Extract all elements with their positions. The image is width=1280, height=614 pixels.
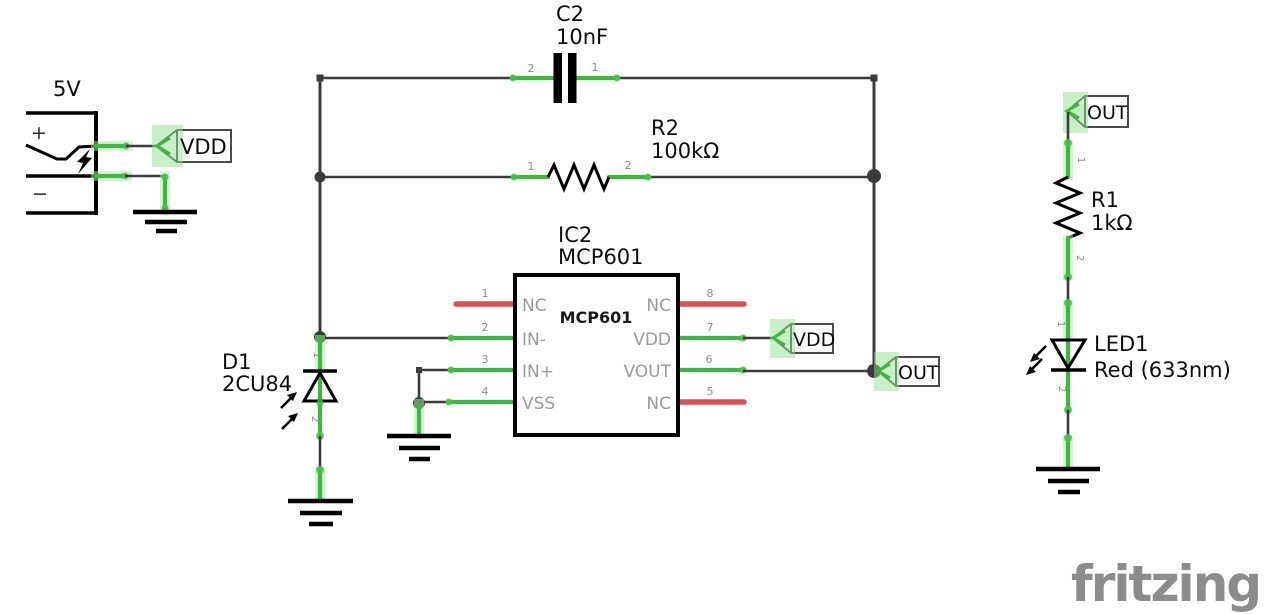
- ic2-pin6-number: 6: [706, 353, 713, 366]
- ic2-pin3-number: 3: [482, 353, 489, 366]
- ic2-pin8-name: NC: [646, 296, 671, 316]
- capacitor-plate: [568, 53, 577, 103]
- capacitor-c2[interactable]: 2 1 C2 10nF: [509, 2, 621, 103]
- power-supply-5v[interactable]: 5V + −: [25, 77, 98, 215]
- c2-value[interactable]: 10nF: [556, 25, 608, 49]
- ic2-mcp601[interactable]: IC2 MCP601 MCP601 1 2 3 4 8 7 6 5 NC IN-…: [445, 223, 747, 437]
- connection-point: [510, 173, 518, 181]
- fritzing-logo: fritzing: [1071, 555, 1260, 613]
- ground-symbol-d1[interactable]: [288, 498, 353, 527]
- plus-sign: +: [31, 122, 47, 144]
- ic2-value[interactable]: MCP601: [558, 245, 644, 269]
- ic2-pin8-number: 8: [707, 287, 714, 300]
- connection-point: [613, 74, 621, 82]
- ic2-pin6-name: VOUT: [623, 362, 671, 382]
- r1-pin1-number: 1: [1075, 157, 1086, 163]
- r1-value[interactable]: 1kΩ: [1091, 211, 1133, 235]
- r2-pin2-number: 2: [625, 159, 632, 172]
- led-led1[interactable]: 1 2 LED1 Red (633nm): [1026, 299, 1231, 414]
- c2-pin1-number: 1: [592, 61, 599, 74]
- flag-arrow-icon: [875, 362, 891, 380]
- d1-pin2-number: 2: [309, 416, 320, 422]
- photodiode-d1[interactable]: D1 2CU84 1 2: [222, 334, 339, 440]
- ic2-pin5-name: NC: [646, 394, 671, 414]
- ground-symbol-supply[interactable]: [133, 209, 197, 234]
- net-flag-out-ic[interactable]: OUT: [874, 352, 940, 391]
- resistor-r1[interactable]: 1 2 R1 1kΩ: [1052, 139, 1133, 281]
- ic2-pin3-name: IN+: [522, 362, 554, 382]
- connection-point: [1064, 434, 1072, 442]
- ic2-pin4-number: 4: [482, 385, 489, 398]
- connection-point: [447, 366, 455, 374]
- ic2-pin2-number: 2: [482, 321, 489, 334]
- connection-point: [316, 399, 324, 407]
- led-triangle: [1049, 338, 1088, 371]
- c2-ref[interactable]: C2: [556, 2, 584, 26]
- connection-point: [445, 398, 453, 406]
- flag-arrow-icon: [154, 136, 171, 156]
- resistor-zigzag: [546, 161, 611, 193]
- r2-pin1-number: 1: [528, 160, 535, 173]
- led1-value[interactable]: Red (633nm): [1094, 358, 1231, 382]
- connection-point: [509, 74, 517, 82]
- r2-ref[interactable]: R2: [651, 116, 679, 140]
- net-flag-vdd-supply[interactable]: VDD: [152, 125, 232, 167]
- connection-point: [1064, 139, 1072, 147]
- c2-pin2-number: 2: [528, 62, 535, 75]
- flag-arrow-icon: [770, 329, 786, 347]
- light-arrows-out-icon: [1026, 345, 1047, 375]
- d1-ref[interactable]: D1: [222, 350, 252, 374]
- connection-point: [447, 334, 455, 342]
- flag-arrow-icon: [1064, 102, 1080, 120]
- ic2-pin1-number: 1: [482, 287, 489, 300]
- connection-point: [316, 466, 324, 474]
- resistor-zigzag: [1052, 175, 1084, 240]
- power-supply-label[interactable]: 5V: [53, 77, 81, 101]
- ic2-chip-label: MCP601: [560, 308, 633, 327]
- ic-body: [513, 273, 680, 437]
- d1-pin1-number: 1: [311, 352, 322, 358]
- led1-ref[interactable]: LED1: [1094, 332, 1149, 356]
- net-label-out: OUT: [1087, 102, 1128, 124]
- r1-ref[interactable]: R1: [1091, 188, 1119, 212]
- lightning-bolt-icon: [77, 149, 92, 174]
- ic2-pin2-name: IN-: [522, 330, 546, 350]
- net-label-vdd: VDD: [793, 329, 835, 351]
- light-arrows-in-icon: [280, 392, 298, 430]
- connection-point: [644, 173, 652, 181]
- led1-pin2-number: 2: [1056, 386, 1067, 392]
- ic2-pin7-name: VDD: [633, 330, 671, 350]
- net-label-out: OUT: [898, 362, 939, 384]
- capacitor-plate: [553, 53, 562, 103]
- resistor-r2[interactable]: 1 2 R2 100kΩ: [510, 116, 720, 193]
- ground-symbol-led[interactable]: [1036, 466, 1100, 495]
- supply-lever: [25, 143, 97, 161]
- r2-value[interactable]: 100kΩ: [651, 139, 719, 163]
- ic2-pin1-name: NC: [522, 296, 547, 316]
- minus-sign: −: [32, 183, 48, 205]
- d1-value[interactable]: 2CU84: [222, 372, 292, 396]
- ground-symbol-ic[interactable]: [387, 433, 451, 462]
- net-flag-out-top[interactable]: OUT: [1063, 92, 1129, 133]
- net-label-vdd: VDD: [180, 135, 227, 159]
- ic2-pin7-number: 7: [707, 321, 714, 334]
- connection-point: [161, 173, 169, 181]
- wire-corner: [416, 367, 422, 373]
- r1-pin2-number: 2: [1074, 255, 1085, 261]
- ic2-pin4-name: VSS: [522, 394, 555, 414]
- connection-point: [1064, 299, 1072, 307]
- ic2-pin5-number: 5: [707, 385, 714, 398]
- led1-pin1-number: 1: [1055, 321, 1066, 327]
- net-flag-vdd-ic[interactable]: VDD: [770, 319, 835, 358]
- ic2-ref[interactable]: IC2: [558, 223, 592, 247]
